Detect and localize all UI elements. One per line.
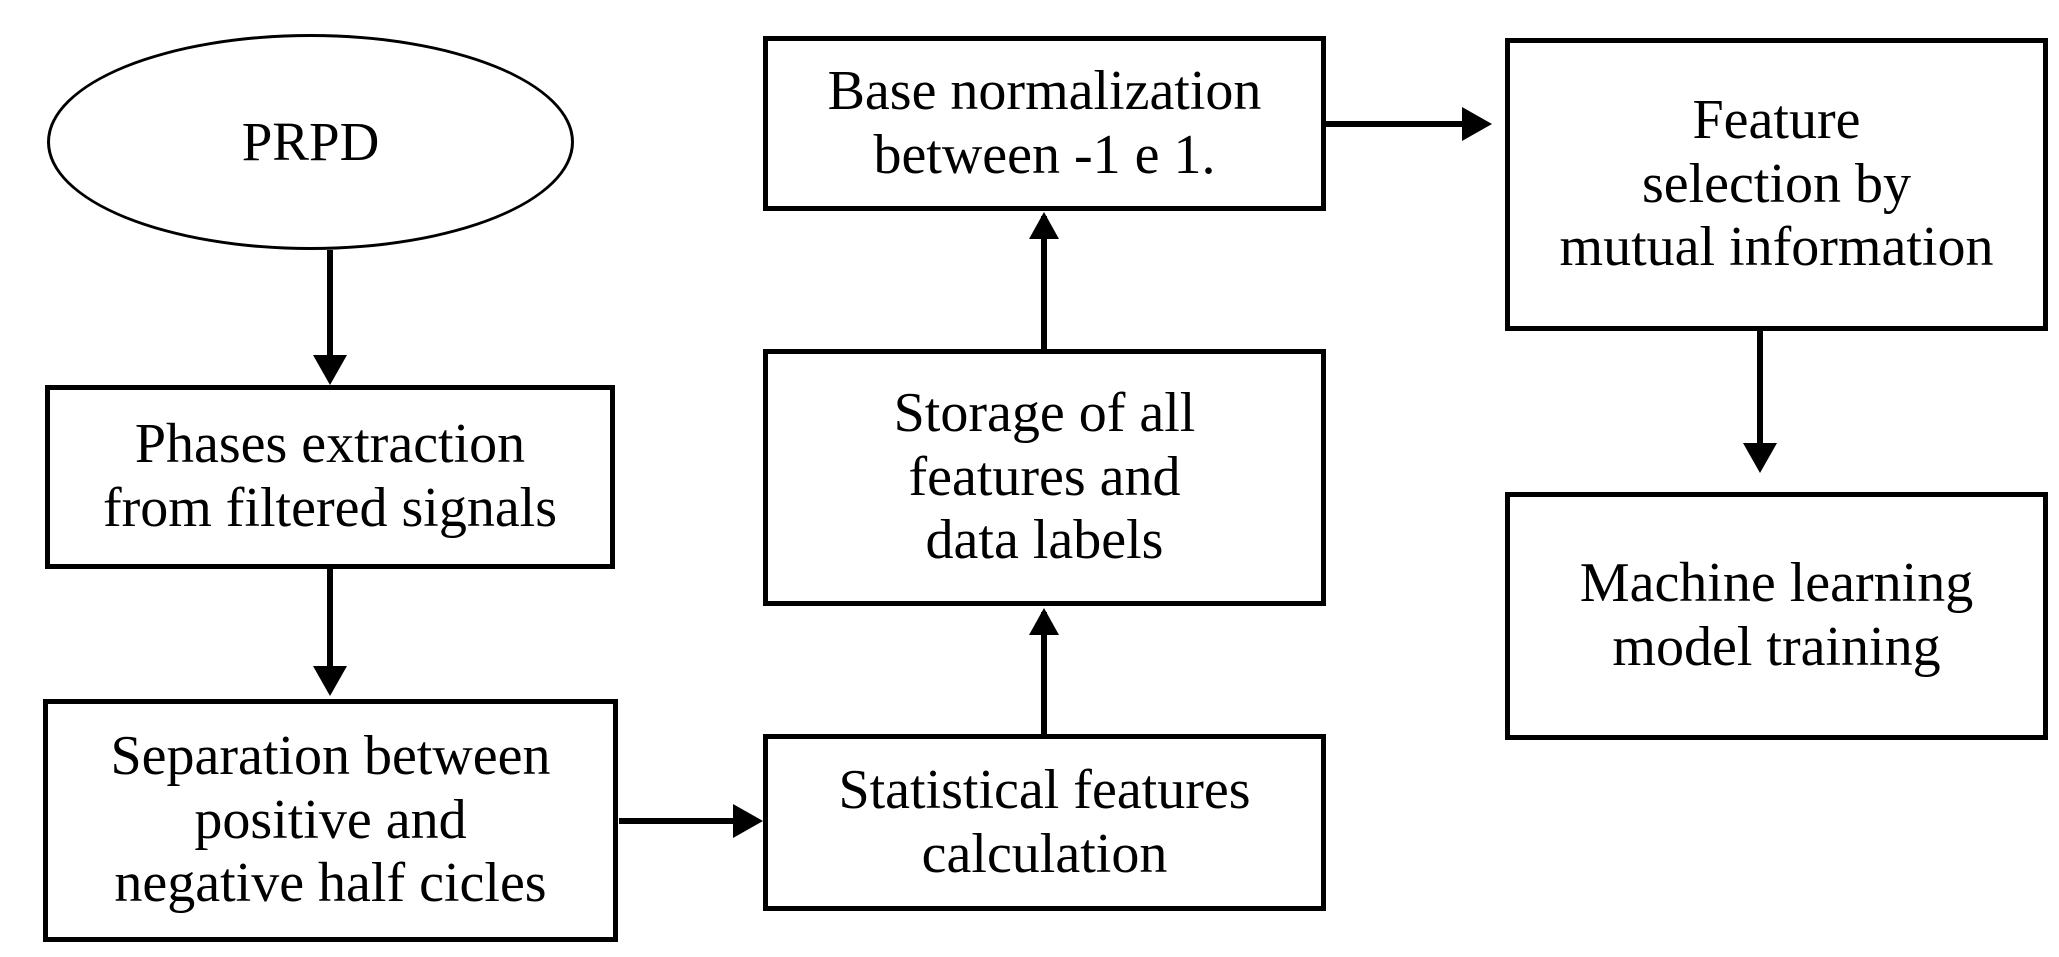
arrow-line xyxy=(327,250,333,363)
arrow-head-down-icon xyxy=(313,355,347,385)
arrow-head-down-icon xyxy=(1743,443,1777,473)
arrow-line xyxy=(1324,121,1472,127)
node-base-normalization: Base normalization between -1 e 1. xyxy=(763,36,1326,211)
node-storage-features-labels-label: Storage of all features and data labels xyxy=(893,381,1196,572)
node-base-normalization-label: Base normalization between -1 e 1. xyxy=(827,59,1262,186)
arrow-head-up-icon xyxy=(1029,608,1059,635)
node-prpd: PRPD xyxy=(47,34,574,250)
node-machine-learning-model-training-label: Machine learning model training xyxy=(1579,552,1974,678)
node-separation-half-cicles-label: Separation between positive and negative… xyxy=(110,724,551,915)
arrow-line xyxy=(1041,612,1047,736)
node-feature-selection-mutual-information: Feature selection by mutual information xyxy=(1505,38,2048,331)
arrow-line xyxy=(1757,329,1763,451)
arrow-head-down-icon xyxy=(313,666,347,696)
arrow-head-up-icon xyxy=(1029,212,1059,239)
arrow-line xyxy=(1041,216,1047,351)
node-prpd-label: PRPD xyxy=(241,110,380,172)
arrow-line xyxy=(619,818,741,824)
node-statistical-features-calculation-label: Statistical features calculation xyxy=(838,758,1251,885)
node-machine-learning-model-training: Machine learning model training xyxy=(1505,492,2048,740)
node-statistical-features-calculation: Statistical features calculation xyxy=(763,734,1326,911)
node-phases-extraction-label: Phases extraction from filtered signals xyxy=(102,413,558,539)
arrow-head-right-icon xyxy=(733,804,763,838)
arrow-line xyxy=(327,569,333,674)
arrow-head-right-icon xyxy=(1462,107,1492,141)
node-feature-selection-mutual-information-label: Feature selection by mutual information xyxy=(1559,88,1994,279)
node-separation-half-cicles: Separation between positive and negative… xyxy=(43,699,618,942)
node-storage-features-labels: Storage of all features and data labels xyxy=(763,349,1326,606)
node-phases-extraction: Phases extraction from filtered signals xyxy=(45,385,615,569)
